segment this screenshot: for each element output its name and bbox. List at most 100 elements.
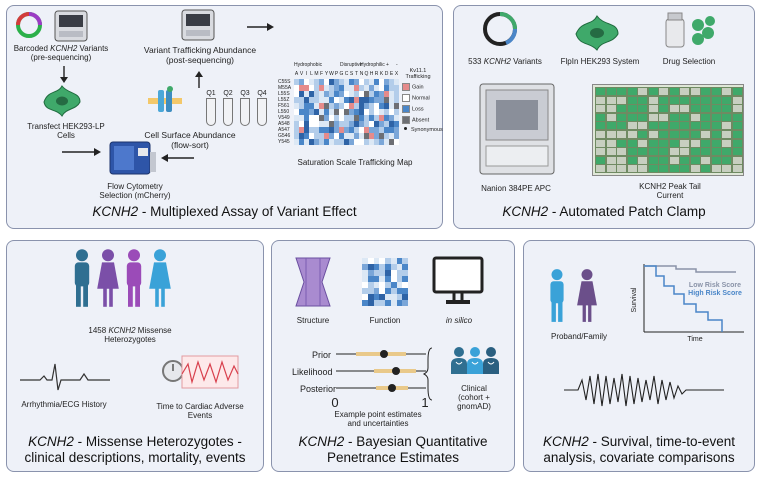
- heatmap-cell: [339, 115, 344, 121]
- arrow-up-1: [195, 71, 203, 88]
- heatmap-cell: [304, 139, 309, 145]
- heatmap-cell: [324, 121, 329, 127]
- function-cell: [390, 300, 397, 306]
- heatmap-cell: [354, 91, 359, 97]
- heatmap-cell: [364, 103, 369, 109]
- tube-label: Q1: [206, 90, 216, 97]
- function-cell: [402, 300, 408, 306]
- heatmap-cell: [354, 109, 359, 115]
- function-cell: [396, 270, 403, 276]
- heatmap-cell: [294, 109, 299, 115]
- function-cell: [396, 264, 403, 270]
- function-cell: [379, 300, 385, 306]
- heatmap-cell: [294, 127, 299, 133]
- heatmap-cell: [389, 79, 394, 85]
- heatmap-cell: [394, 139, 399, 145]
- heatmap-row-label: A547: [278, 127, 290, 133]
- heatmap-cell: [359, 97, 364, 103]
- silico-label: in silico: [445, 316, 473, 325]
- heatmap-cell: [349, 79, 354, 85]
- tube-body: [223, 98, 233, 126]
- heatmap-group-label: Hydrophilic: [360, 62, 385, 68]
- person-icon: [149, 249, 171, 307]
- cell-icon-2: [575, 15, 619, 51]
- heatmap-cell: [329, 109, 334, 115]
- plate-well: [731, 95, 743, 105]
- heatmap-cell: [319, 127, 324, 133]
- heatmap-cell: [369, 97, 374, 103]
- heatmap-cell: [354, 103, 359, 109]
- heatmap-cell: [394, 91, 399, 97]
- heatmap-row-label: C55S: [278, 79, 291, 85]
- heatmap-cell: [304, 91, 309, 97]
- function-cell: [396, 294, 403, 300]
- heatmap-cell: [334, 79, 339, 85]
- heatmap-cell: [314, 85, 319, 91]
- heatmap-cell: [309, 91, 314, 97]
- heatmap-col-label: D: [384, 71, 389, 77]
- heatmap-cell: [359, 91, 364, 97]
- heatmap-cell: [319, 79, 324, 85]
- heatmap-cell: [299, 133, 304, 139]
- heatmap-cell: [374, 79, 379, 85]
- heatmap-cell: [309, 139, 314, 145]
- function-cell: [390, 270, 397, 276]
- estimate-bars: [336, 347, 433, 401]
- function-cell: [402, 270, 408, 276]
- arrow-right-2: [62, 148, 101, 156]
- heatmap-cell: [374, 103, 379, 109]
- heatmap-cell: [319, 139, 324, 145]
- plasmid-icon: [16, 12, 42, 38]
- heatmap-cell: [354, 97, 359, 103]
- heatmap-cell: [344, 91, 349, 97]
- heatmap-cell: [314, 109, 319, 115]
- heatmap-cell: [369, 103, 374, 109]
- heatmap-cell: [319, 133, 324, 139]
- heatmap-col-label: K: [379, 71, 384, 77]
- ion-channel-icon: [148, 86, 182, 112]
- heatmap-cell: [394, 97, 399, 103]
- function-cell: [367, 270, 374, 276]
- heatmap-cell: [339, 121, 344, 127]
- heatmap-cell: [354, 127, 359, 133]
- heatmap-cell: [369, 79, 374, 85]
- tube-label: Q2: [223, 90, 233, 97]
- heatmap-col-label: S: [349, 71, 354, 77]
- function-cell: [373, 288, 380, 294]
- function-cell: [367, 276, 374, 282]
- heatmap-cell: [384, 133, 389, 139]
- function-cell: [390, 288, 397, 294]
- heatmap-cell: [384, 139, 389, 145]
- heatmap-cell: [344, 97, 349, 103]
- function-cell: [390, 294, 397, 300]
- heatmap-cell: [329, 85, 334, 91]
- heatmap-cell: [379, 139, 384, 145]
- heatmap-cell: [334, 103, 339, 109]
- likelihood-label: Likelihood: [292, 367, 333, 377]
- function-cell: [367, 258, 374, 264]
- heatmap-cell: [339, 103, 344, 109]
- heatmap-cell: [319, 91, 324, 97]
- heatmap-cell: [379, 97, 384, 103]
- heatmap-cell: [364, 91, 369, 97]
- heatmap-cell: [354, 121, 359, 127]
- heatmap-cell: [349, 133, 354, 139]
- heatmap-cell: [299, 79, 304, 85]
- heatmap-cell: [374, 97, 379, 103]
- heatmap-cell: [379, 115, 384, 121]
- clinical-label: Clinical(cohort +gnomAD): [457, 384, 491, 412]
- plate-well: [637, 164, 648, 174]
- axis-max: 1: [421, 395, 429, 410]
- person-icon: [577, 269, 597, 322]
- function-cell: [362, 276, 368, 282]
- heatmap-col-label: H: [369, 71, 374, 77]
- heatmap-cell: [374, 91, 379, 97]
- function-cell: [379, 276, 385, 282]
- heatmap-legend-item: Absent: [402, 116, 429, 124]
- arrow-right-1: [247, 23, 274, 31]
- heatmap-cell: [359, 127, 364, 133]
- heatmap-cell: [344, 121, 349, 127]
- heatmap-cell: [329, 121, 334, 127]
